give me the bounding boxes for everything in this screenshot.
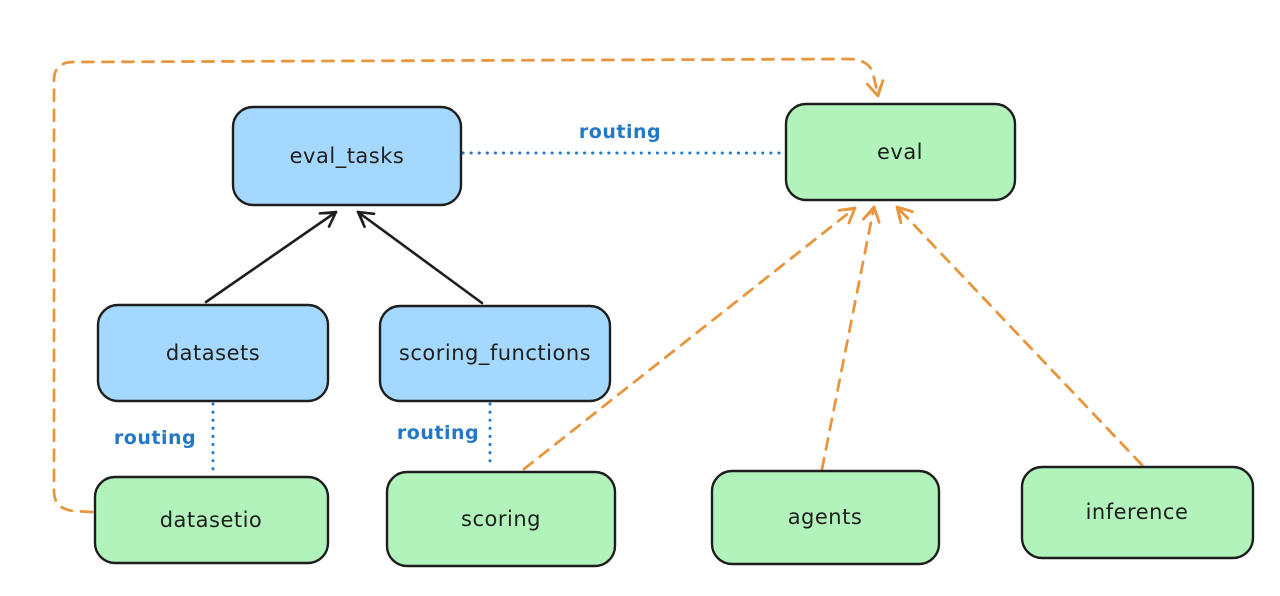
edge-datasets-to-eval-tasks (204, 210, 338, 304)
node-inference-label: inference (1086, 500, 1189, 524)
node-inference[interactable]: inference (1020, 465, 1255, 560)
routing-label-top: routing (579, 121, 661, 143)
node-datasetio-label: datasetio (160, 508, 263, 532)
node-datasets[interactable]: datasets (96, 303, 330, 403)
node-agents-label: agents (788, 505, 863, 529)
node-eval-tasks-label: eval_tasks (290, 144, 405, 169)
edge-scoring-to-eval (522, 206, 857, 471)
routing-label-scoring: routing (397, 422, 479, 444)
node-agents[interactable]: agents (710, 469, 941, 566)
node-scoring[interactable]: scoring (385, 470, 617, 568)
edge-scoring-functions-to-eval-tasks (356, 210, 484, 305)
edge-datasetio-to-eval (52, 57, 885, 514)
node-scoring-functions[interactable]: scoring_functions (378, 304, 612, 403)
node-scoring-functions-label: scoring_functions (399, 341, 591, 366)
edge-inference-to-eval (895, 205, 1144, 467)
node-scoring-label: scoring (461, 507, 541, 531)
node-eval-tasks[interactable]: eval_tasks (231, 105, 463, 207)
edge-agents-to-eval (820, 205, 881, 471)
node-eval-label: eval (877, 140, 923, 164)
node-eval[interactable]: eval (784, 102, 1017, 202)
routing-label-datasets: routing (114, 427, 196, 449)
node-datasetio[interactable]: datasetio (93, 475, 330, 565)
node-datasets-label: datasets (166, 341, 260, 365)
